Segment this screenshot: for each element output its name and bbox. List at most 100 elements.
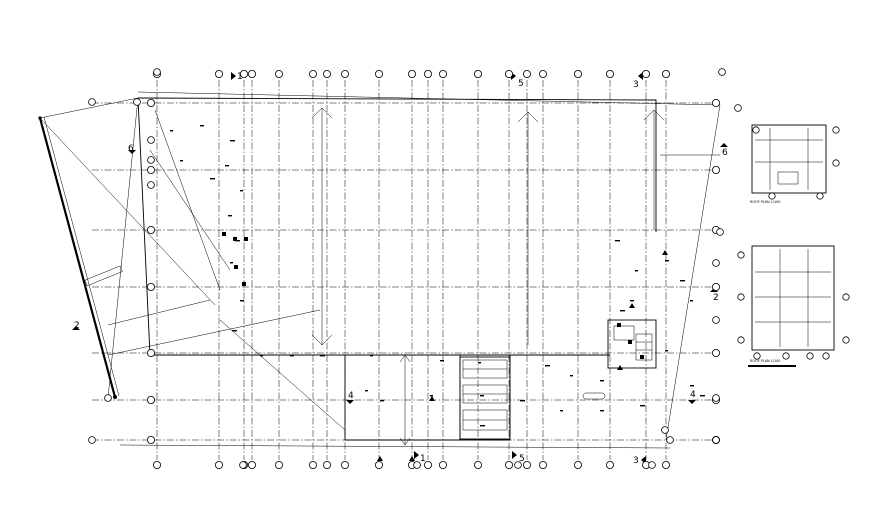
level-marker [429, 396, 435, 401]
grid-bubble [308, 70, 317, 79]
section-label: 5 [518, 79, 524, 89]
annotation-mark [600, 380, 604, 382]
annotation-mark [232, 330, 237, 332]
annotation-mark [180, 160, 183, 162]
annotation-mark [545, 365, 550, 367]
grid-bubble [718, 68, 726, 76]
grid-bubble [712, 394, 720, 402]
annotation-mark [170, 130, 173, 132]
annotation-mark [700, 395, 705, 397]
grid-bubble [374, 460, 383, 469]
annotation-mark [440, 360, 444, 362]
section-label: 3 [633, 456, 639, 466]
section-marker-bottom-left: 1 [414, 451, 426, 464]
grid-bubble [842, 336, 850, 344]
annotation-mark [480, 425, 485, 427]
grid-bubble [716, 228, 724, 236]
roof-light-oval [582, 392, 606, 400]
fixture-mark [233, 237, 237, 241]
section-markers: 1 5 3 6 6 2 2 4 [72, 72, 728, 466]
section-label: 1 [237, 72, 243, 82]
grid-bubble [146, 348, 155, 357]
grid-bubble [832, 159, 840, 167]
grid-bubble [832, 126, 840, 134]
annotation-mark [235, 240, 240, 242]
grid-bubble [473, 70, 482, 79]
grid-bubble [648, 461, 656, 469]
section-marker-right-upper: 6 [720, 143, 728, 158]
annotation-mark [370, 355, 373, 357]
grid-bubble [133, 98, 141, 106]
grid-bubble [574, 70, 583, 79]
section-marker-bottom-center: 5 [512, 451, 525, 464]
grid-bubble [340, 70, 349, 79]
annotation-mark [665, 350, 668, 352]
grid-bubble [539, 70, 548, 79]
building-outline [39, 91, 721, 449]
annotation-mark [570, 375, 573, 377]
grid-bubble [662, 70, 671, 79]
annotation-mark [365, 390, 368, 392]
fixture-mark [244, 237, 248, 241]
annotation-mark [230, 262, 233, 264]
grid-bubble [806, 352, 814, 360]
grid-bubble [147, 156, 155, 164]
level-marker [629, 303, 635, 308]
grid-bubble [712, 165, 721, 174]
grid-bubble [340, 460, 349, 469]
core-block-right [607, 319, 657, 369]
grid-bubbles [88, 68, 850, 469]
detail-title: ROOF PLAN 1/100 [750, 359, 780, 363]
grid-bubble [737, 293, 745, 301]
annotation-mark [690, 300, 693, 302]
grid-bubble [88, 98, 96, 106]
section-marker-left-bottom: 4 [346, 391, 354, 404]
grid-bubble [322, 70, 331, 79]
grid-bubble [88, 436, 96, 444]
grid-bubble [147, 181, 155, 189]
grid-bubble [214, 460, 223, 469]
grid-bubble [712, 259, 720, 267]
grid-bubble [413, 461, 421, 469]
fixture-mark [242, 282, 246, 286]
grid-bubble [146, 165, 155, 174]
grid-bubble [473, 460, 482, 469]
level-marker [377, 456, 383, 461]
core-block-center [459, 356, 511, 440]
detail-title: ROOF PLAN 1/100 [750, 200, 780, 204]
grid-bubble [438, 70, 447, 79]
annotation-mark [635, 270, 638, 272]
annotation-mark [210, 178, 215, 180]
grid-bubble [146, 225, 155, 234]
grid-bubble [274, 460, 283, 469]
grid-bubble [308, 460, 317, 469]
section-label: 2 [713, 293, 719, 303]
fixture-mark [617, 323, 621, 327]
grid-bubble [712, 316, 720, 324]
grid-bubble [514, 461, 522, 469]
grid-bubble [737, 336, 745, 344]
grid-bubble [822, 352, 830, 360]
grid-bubble [523, 460, 532, 469]
section-label: 4 [348, 391, 354, 401]
grid-bubble [104, 394, 112, 402]
annotation-mark [225, 165, 229, 167]
level-marker [409, 456, 415, 461]
grid-bubble [322, 460, 331, 469]
grid-bubble [423, 70, 432, 79]
annotation-mark [640, 405, 645, 407]
annotation-mark [240, 190, 243, 192]
grid-bubble [239, 70, 248, 79]
grid-bubble [247, 70, 256, 79]
grid-lines [156, 80, 667, 460]
grid-bubble [842, 293, 850, 301]
slope-arrows [311, 107, 665, 446]
grid-bubble [438, 460, 447, 469]
grid-bubble [152, 460, 161, 469]
grid-bubble [504, 70, 513, 79]
grid-bubble [153, 68, 161, 76]
grid-bubble [816, 192, 824, 200]
section-marker-right-bottom: 4 [688, 390, 696, 404]
level-marker [662, 250, 668, 255]
